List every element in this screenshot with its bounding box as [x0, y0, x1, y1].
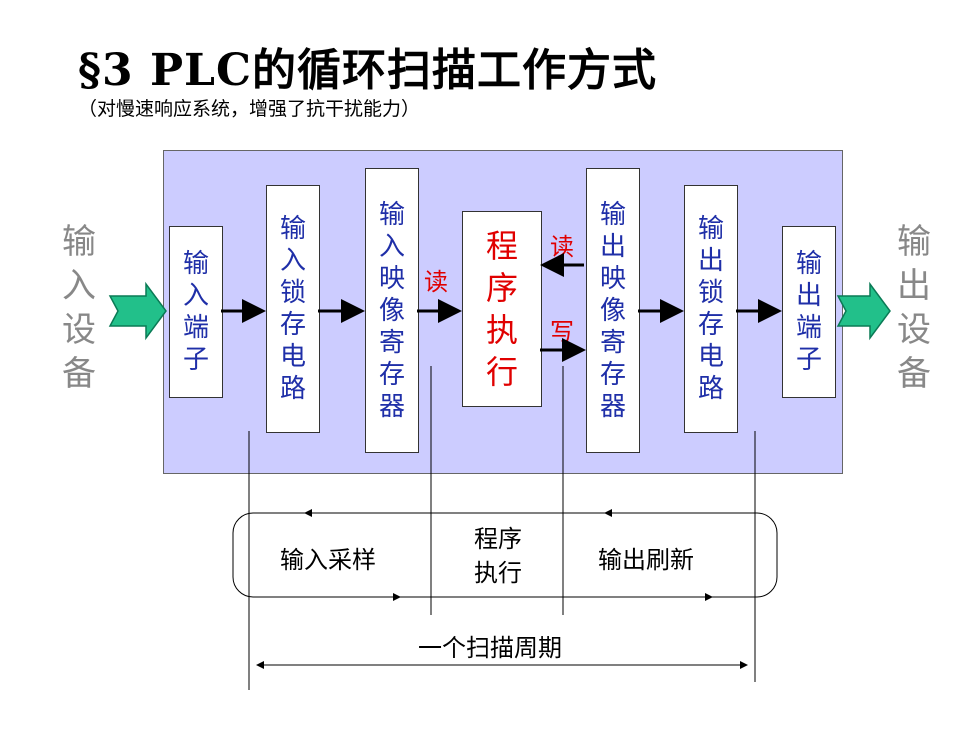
program-exec-phase-label: 程序 执行 [458, 522, 538, 590]
box-char: 输 [795, 249, 822, 279]
box-char: 存 [378, 359, 405, 390]
output-device-label: 输 出 设 备 [897, 220, 931, 396]
box-char: 行 [485, 353, 518, 391]
page-title: §3 PLC的循环扫描工作方式 [78, 45, 657, 96]
box-char: 路 [697, 374, 724, 404]
read-input-label: 读 [424, 268, 448, 296]
box-char: 存 [279, 310, 306, 340]
input-device-char: 设 [62, 310, 96, 350]
box-char: 映 [378, 263, 405, 294]
box-char: 输 [378, 199, 405, 230]
input-sampling-label: 输入采样 [280, 546, 376, 574]
output-terminal-box: 输 出 端 子 [782, 226, 836, 398]
box-char: 入 [378, 231, 405, 262]
box-char: 出 [697, 246, 724, 276]
box-char: 端 [182, 313, 209, 343]
box-char: 像 [599, 295, 626, 326]
box-char: 输 [279, 214, 306, 244]
box-char: 出 [599, 231, 626, 262]
box-char: 程 [485, 227, 518, 265]
scan-cycle-label: 一个扫描周期 [418, 634, 562, 662]
input-device-char: 入 [62, 266, 96, 306]
box-char: 器 [378, 391, 405, 422]
output-image-register-box: 输 出 映 像 寄 存 器 [586, 168, 640, 453]
box-char: 执 [485, 311, 518, 349]
output-refresh-label: 输出刷新 [598, 546, 694, 574]
box-char: 子 [795, 345, 822, 375]
program-exec-box: 程 序 执 行 [462, 211, 542, 407]
page-subtitle: （对慢速响应系统，增强了抗干扰能力） [78, 98, 421, 120]
box-char: 入 [279, 246, 306, 276]
box-char: 输 [182, 249, 209, 279]
box-char: 存 [599, 359, 626, 390]
output-device-char: 输 [897, 222, 931, 262]
output-device-char: 出 [897, 266, 931, 306]
box-char: 存 [697, 310, 724, 340]
input-device-char: 输 [62, 222, 96, 262]
box-char: 器 [599, 391, 626, 422]
output-latch-box: 输 出 锁 存 电 路 [684, 185, 738, 433]
box-char: 出 [795, 281, 822, 311]
box-char: 端 [795, 313, 822, 343]
box-char: 寄 [599, 327, 626, 358]
box-char: 锁 [279, 278, 306, 308]
input-latch-box: 输 入 锁 存 电 路 [266, 185, 320, 433]
phase-line: 执行 [474, 559, 522, 587]
box-char: 电 [279, 342, 306, 372]
input-terminal-box: 输 入 端 子 [169, 226, 223, 398]
scan-loop [232, 512, 778, 598]
input-device-label: 输 入 设 备 [62, 220, 96, 396]
output-device-char: 备 [897, 354, 931, 394]
box-char: 输 [599, 199, 626, 230]
box-char: 像 [378, 295, 405, 326]
phase-line: 程序 [474, 525, 522, 553]
box-char: 入 [182, 281, 209, 311]
box-char: 路 [279, 374, 306, 404]
output-arrow-icon [836, 281, 891, 341]
box-char: 电 [697, 342, 724, 372]
box-char: 锁 [697, 278, 724, 308]
box-char: 输 [697, 214, 724, 244]
output-device-char: 设 [897, 310, 931, 350]
input-arrow-icon [108, 281, 167, 341]
box-char: 映 [599, 263, 626, 294]
input-device-char: 备 [62, 354, 96, 394]
box-char: 寄 [378, 327, 405, 358]
box-char: 序 [485, 269, 518, 307]
input-image-register-box: 输 入 映 像 寄 存 器 [365, 168, 419, 453]
box-char: 子 [182, 345, 209, 375]
